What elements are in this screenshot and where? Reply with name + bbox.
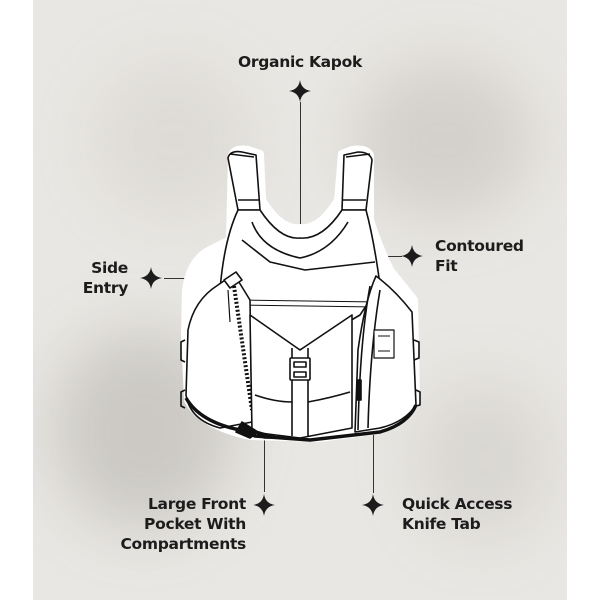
four-point-star-icon: [289, 80, 311, 102]
four-point-star-icon: [140, 267, 162, 289]
callout-contoured-fit: Contoured Fit: [435, 237, 524, 275]
life-vest-illustration: [180, 140, 421, 442]
callout-large-front-pocket: Large Front Pocket With Compartments: [120, 495, 246, 553]
callout-quick-access-knife-tab: Quick Access Knife Tab: [402, 495, 513, 533]
four-point-star-icon: [362, 494, 384, 516]
callout-side-entry: Side Entry: [82, 259, 129, 297]
callout-organic-kapok: Organic Kapok: [238, 53, 362, 71]
four-point-star-icon: [253, 494, 275, 516]
leader-line-organic-kapok: [300, 102, 301, 252]
four-point-star-icon: [401, 245, 423, 267]
